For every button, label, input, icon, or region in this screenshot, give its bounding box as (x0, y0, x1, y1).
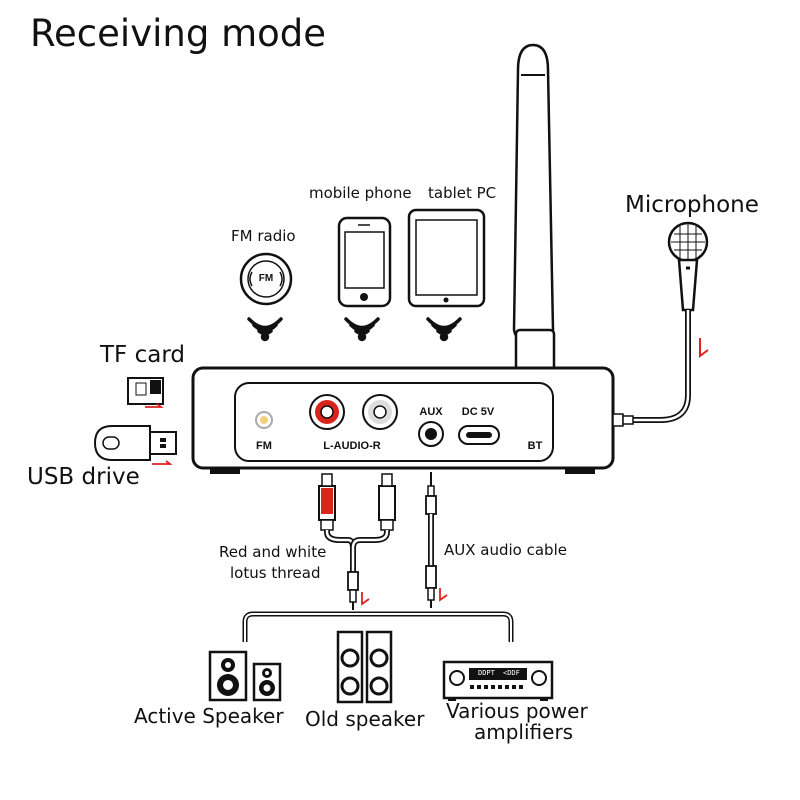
microphone-icon (622, 221, 709, 425)
port-fm-label: FM (256, 440, 272, 452)
fm-badge: FM (258, 273, 274, 284)
usb-drive-label: USB drive (27, 464, 140, 490)
microphone-label: Microphone (625, 192, 759, 218)
receiver-device (191, 366, 624, 474)
amplifiers-label-line2: amplifiers (474, 720, 574, 744)
amplifier-icon (442, 660, 554, 701)
amplifiers-label-line1: Various power (446, 699, 588, 723)
usb-drive-icon (93, 425, 177, 465)
old-speaker-label: Old speaker (305, 707, 425, 731)
mobile-phone-label: mobile phone (309, 184, 412, 202)
rca-cable-label-line2: lotus thread (230, 564, 321, 582)
wireless-waves (247, 317, 462, 342)
fm-radio-label: FM radio (231, 227, 296, 245)
fm-radio-icon (239, 252, 293, 306)
amp-display-left: DDPT (478, 669, 495, 677)
port-dc-label: DC 5V (461, 406, 495, 418)
old-speaker-icon (336, 630, 393, 704)
active-speaker-label: Active Speaker (134, 704, 284, 728)
port-bt-label: BT (527, 440, 543, 452)
rca-cable (318, 473, 396, 610)
aux-cable (425, 472, 448, 608)
tablet-pc-label: tablet PC (428, 184, 497, 202)
rca-cable-label-line1: Red and white (219, 543, 327, 561)
tf-card-label: TF card (100, 342, 185, 368)
mobile-phone-icon (337, 216, 392, 308)
tablet-icon (407, 208, 486, 308)
port-aux-label: AUX (419, 406, 443, 418)
page-title: Receiving mode (30, 12, 326, 55)
active-speaker-icon (208, 650, 282, 702)
amp-display-right: <DDF (503, 669, 520, 677)
port-l-audio-r-label: L-AUDIO-R (323, 440, 381, 452)
aux-cable-label: AUX audio cable (444, 541, 567, 559)
tf-card-icon (127, 377, 164, 408)
